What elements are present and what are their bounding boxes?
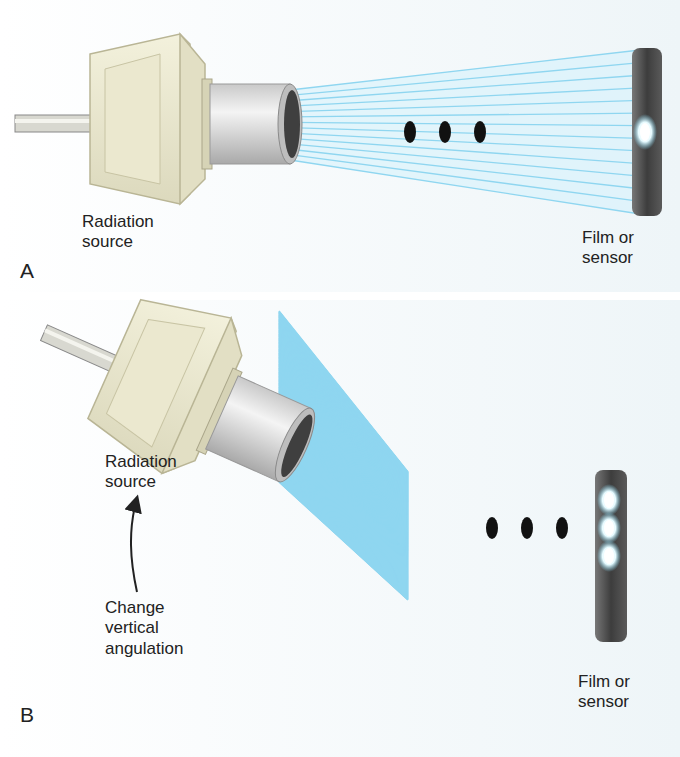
panel-letter: A xyxy=(20,258,50,283)
part-label: Film or sensor xyxy=(578,672,658,713)
part-label: Radiation source xyxy=(82,212,192,253)
part-label: Film or sensor xyxy=(582,228,662,269)
part-label: Radiation source xyxy=(105,452,215,493)
panel-letter: B xyxy=(20,702,50,727)
note-label: Change vertical angulation xyxy=(105,598,205,659)
